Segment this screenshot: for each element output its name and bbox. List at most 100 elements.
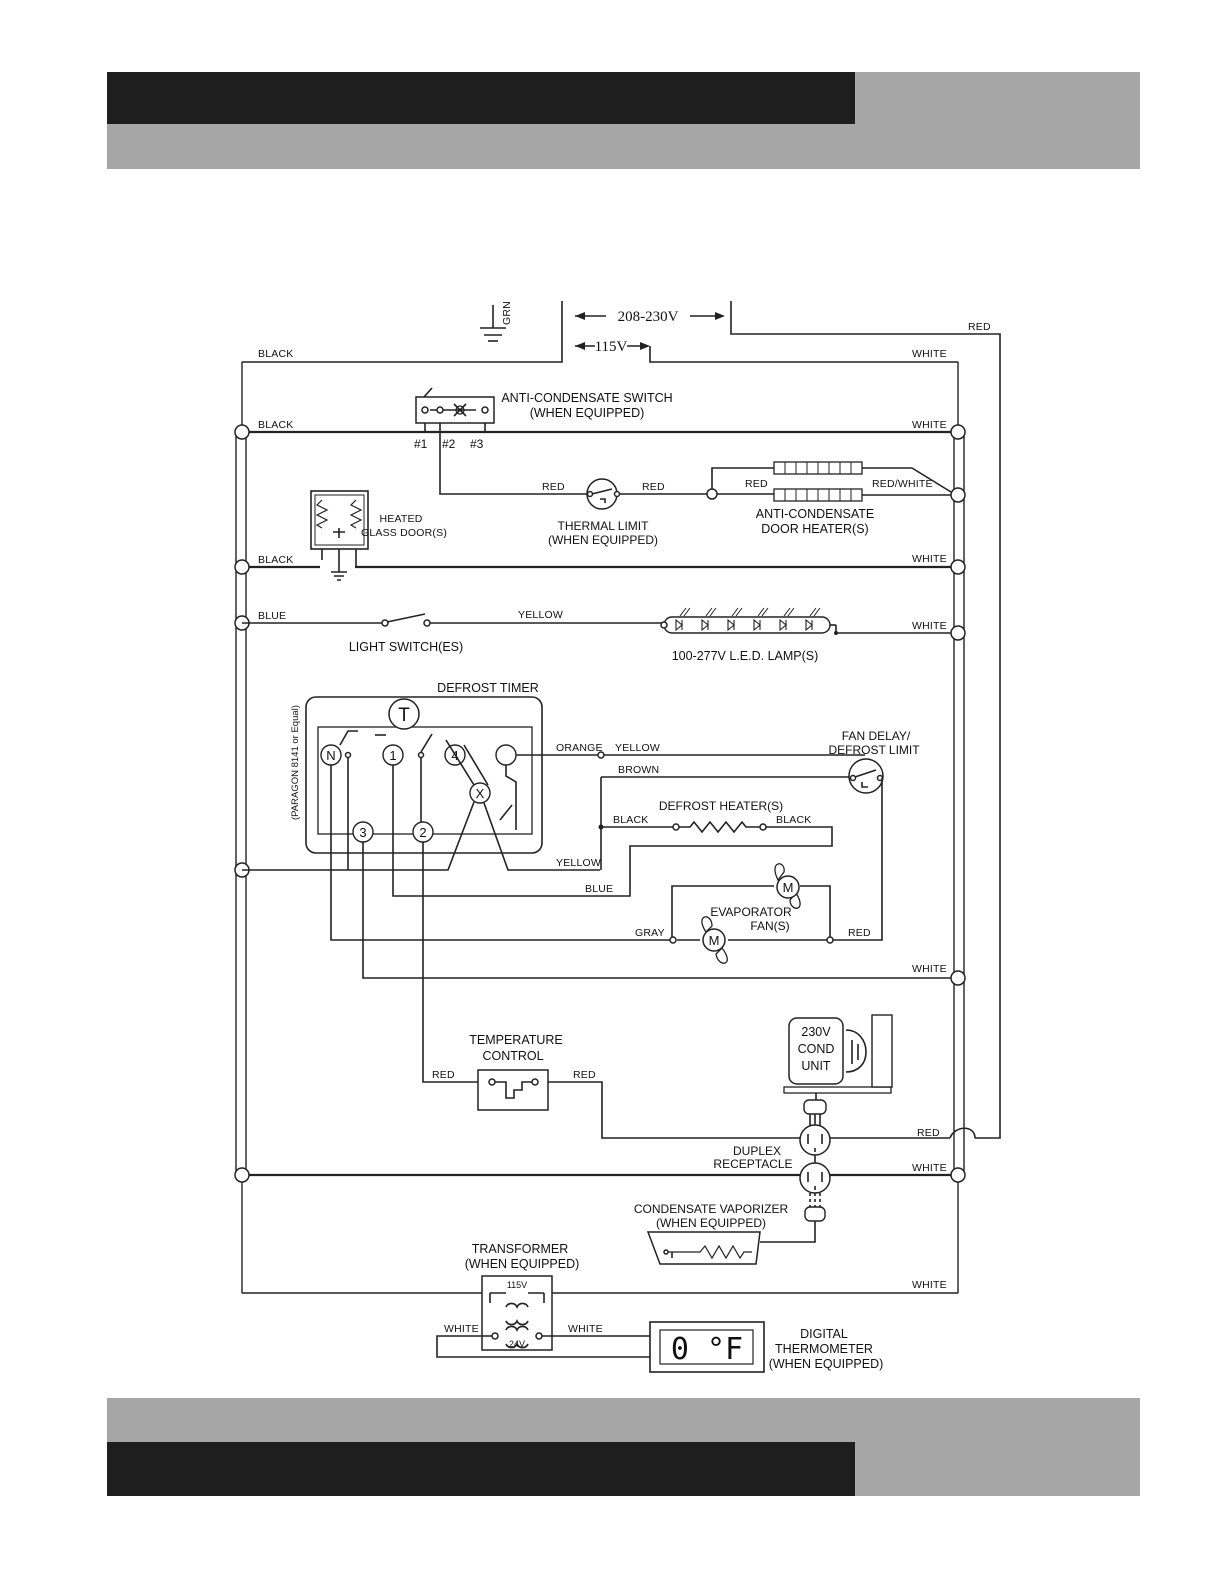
svg-text:N: N [326,748,335,763]
wire-label-red-tc2: RED [573,1069,596,1081]
door-heater-line1: ANTI-CONDENSATE [756,507,875,521]
footer-dark-band [107,1442,855,1496]
ground-icon: GRN [480,301,513,342]
heated-glass-door: HEATED GLASS DOOR(S) [310,490,447,581]
wire-label-red-tl1: RED [542,481,565,493]
wire-label-white-bus2: WHITE [912,553,947,565]
thermal-limit: RED RED THERMAL LIMIT (WHEN EQUIPPED) [542,478,709,547]
fan-delay-line2: DEFROST LIMIT [828,743,920,757]
duplex-receptacle: DUPLEX RECEPTACLE [713,1124,831,1207]
defrost-heater: BLACK BLACK DEFROST HEATER(S) [601,799,811,834]
power-supply: 208-230V 115V [242,301,1001,1139]
evaporator-fan-motor-2: M [701,916,728,964]
wire-label-red-white: RED/WHITE [872,478,933,490]
svg-text:M: M [709,933,720,948]
wire-label-red-dup: RED [917,1127,940,1139]
thermometer-line3: (WHEN EQUIPPED) [769,1357,884,1371]
wire-label-black-dh1: BLACK [613,814,648,826]
wire-label-blue-timer: BLUE [585,883,613,895]
wire-label-black-bus2: BLACK [258,554,293,566]
wire-label-black-top: BLACK [258,348,293,360]
wire-label-yellow-fd: YELLOW [615,742,660,754]
svg-text:3: 3 [359,825,366,840]
heated-glass-line2: GLASS DOOR(S) [361,527,447,539]
transformer-line2: (WHEN EQUIPPED) [465,1257,580,1271]
wire-label-orange: ORANGE [556,742,603,754]
led-lamp-strip: 100-277V L.E.D. LAMP(S) [660,607,951,663]
buses [234,424,966,1294]
door-heaters: RED RED/WHITE ANTI-CONDENSATE DOOR HEATE… [706,461,952,536]
timer-terminal-1: 1 [382,744,404,766]
transformer-line1: TRANSFORMER [472,1242,569,1256]
temperature-control: RED RED TEMPERATURE CONTROL [432,1033,976,1139]
thermal-limit-title: THERMAL LIMIT [558,519,650,533]
wire-label-white-tr2: WHITE [568,1323,603,1335]
wire-label-white-light: WHITE [912,620,947,632]
evaporator-fan-motor-1: M [774,863,801,909]
wire-label-red-dh: RED [745,478,768,490]
wire-label-red-tl2: RED [642,481,665,493]
light-circuit: YELLOW LIGHT SWITCH(ES) 100-277V L.E.D. … [242,607,951,663]
timer-terminal-X: X [469,782,491,804]
wire-label-yellow-light: YELLOW [518,609,563,621]
wire-label-white-tr1: WHITE [444,1323,479,1335]
wire-labels-main: BLACK WHITE RED BLACK WHITE BLACK WHITE … [258,321,991,1291]
defrost-timer-model: (PARAGON 8141 or Equal) [290,705,301,820]
wire-label-white-top: WHITE [912,348,947,360]
svg-text:X: X [476,786,485,801]
timer-motor-T-label: T [398,705,410,726]
cond-unit-line3: UNIT [801,1059,831,1073]
switch-terminal-2: #2 [442,437,456,451]
duplex-line1: DUPLEX [733,1144,781,1158]
wire-label-red-evap: RED [848,927,871,939]
transformer: 115V 24V TRANSFORMER (WHEN EQUIPPED) WHI… [436,1242,650,1358]
wire-label-black-bus1: BLACK [258,419,293,431]
thermometer-line1: DIGITAL [800,1327,848,1341]
evaporator-fans: M M GRAY RED EVAPORATOR FAN(S) [635,863,871,964]
anti-condensate-switch: #1 #2 #3 ANTI-CONDENSATE SWITCH (WHEN EQ… [414,387,673,495]
voltage-high-label: 208-230V [618,309,679,325]
wire-label-brown: BROWN [618,764,659,776]
defrost-heater-label: DEFROST HEATER(S) [659,799,783,813]
fan-delay-defrost-limit: BROWN FAN DELAY/ DEFROST LIMIT [598,729,920,941]
door-heater-line2: DOOR HEATER(S) [761,522,868,536]
transformer-secondary: 24V [509,1339,525,1349]
digital-thermometer: 0 °F DIGITAL THERMOMETER (WHEN EQUIPPED) [649,1321,884,1373]
switch-terminal-1: #1 [414,437,428,451]
fan-delay-line1: FAN DELAY/ [842,729,911,743]
wire-label-red-tc1: RED [432,1069,455,1081]
wire-label-gray: GRAY [635,927,665,939]
door-heater-element-1 [773,461,863,475]
led-lamp-label: 100-277V L.E.D. LAMP(S) [672,649,819,663]
wire-label-white-fan: WHITE [912,963,947,975]
door-heater-element-2 [773,488,863,502]
evaporator-line2: FAN(S) [750,919,789,933]
thermometer-line2: THERMOMETER [775,1342,873,1356]
cond-unit-line1: 230V [801,1025,831,1039]
transformer-primary: 115V [507,1280,527,1290]
rails [235,362,965,1293]
condensate-vaporizer: CONDENSATE VAPORIZER (WHEN EQUIPPED) [634,1202,826,1265]
anti-condensate-switch-note: (WHEN EQUIPPED) [530,406,645,420]
vaporizer-line1: CONDENSATE VAPORIZER [634,1202,789,1216]
wire-label-red-top: RED [968,321,991,333]
vaporizer-line2: (WHEN EQUIPPED) [656,1216,766,1230]
svg-text:1: 1 [389,748,396,763]
svg-text:2: 2 [419,825,426,840]
duplex-line2: RECEPTACLE [713,1157,792,1171]
timer-terminal-N: N [320,744,342,766]
svg-text:M: M [783,880,794,895]
led-diode-icons [675,607,821,632]
wire-label-yellow-timer: YELLOW [556,857,601,869]
cond-unit-line2: COND [798,1042,835,1056]
anti-condensate-switch-title: ANTI-CONDENSATE SWITCH [501,391,672,405]
wire-label-white-bottom: WHITE [912,1279,947,1291]
light-switch-label: LIGHT SWITCH(ES) [349,640,463,654]
wire-label-white-bus1: WHITE [912,419,947,431]
voltage-low-label: 115V [595,339,628,355]
defrost-timer-title: DEFROST TIMER [437,681,539,695]
condensing-unit: 230V COND UNIT [783,1014,893,1128]
evaporator-line1: EVAPORATOR [710,905,792,919]
ground-label: GRN [501,301,513,325]
